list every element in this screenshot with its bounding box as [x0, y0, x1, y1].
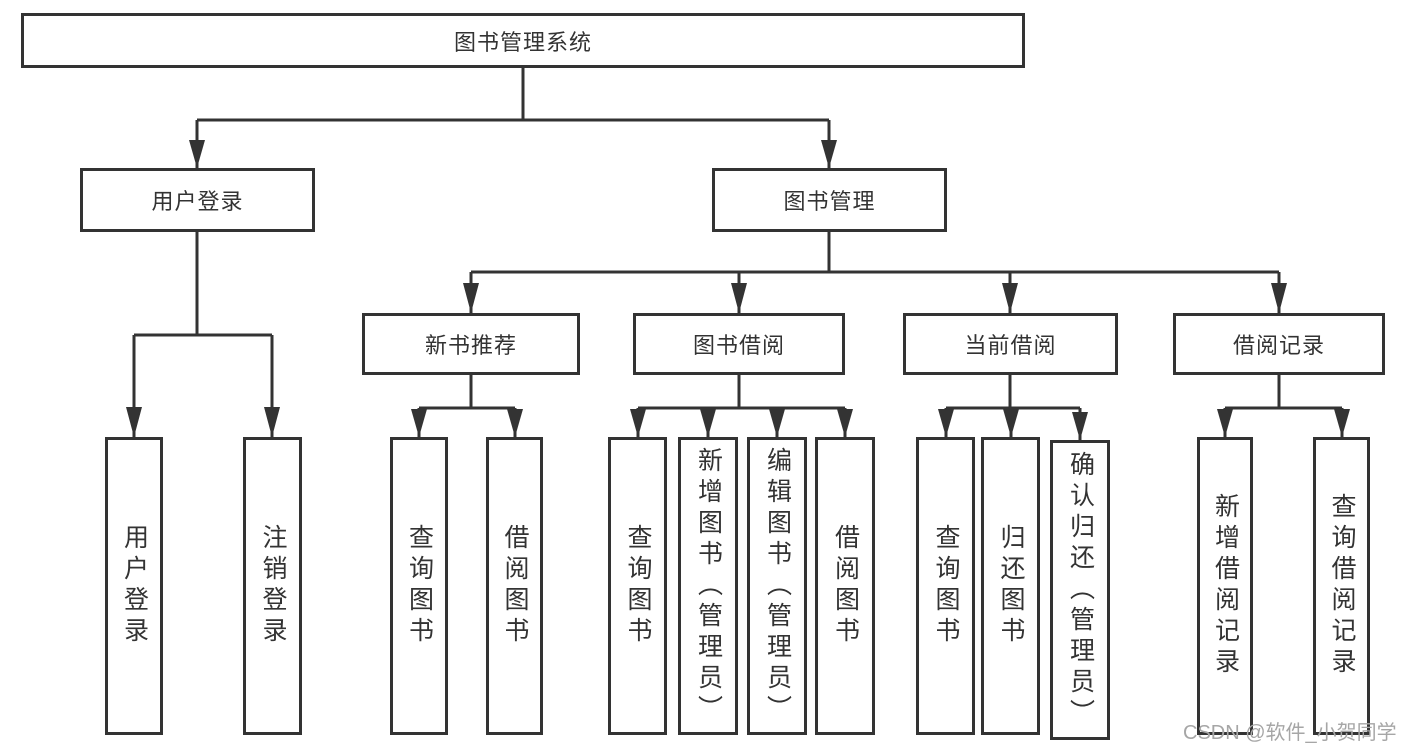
node-user-login: 用户登录: [80, 168, 315, 232]
leaf-query-book-recommend: 查询图书: [390, 437, 448, 735]
connector-strokes: [132, 68, 1344, 440]
csdn-watermark: CSDN @软件_小贺同学: [1183, 722, 1397, 744]
leaf-confirm-return-admin: 确认归还（管理员）: [1050, 440, 1110, 740]
node-new-book-recommend: 新书推荐: [362, 313, 580, 375]
leaf-query-book-borrowing: 查询图书: [608, 437, 667, 735]
leaf-borrow-book: 借阅图书: [815, 437, 875, 735]
node-book-management: 图书管理: [712, 168, 947, 232]
leaf-label: 查询图书: [624, 524, 652, 648]
leaf-borrow-book-recommend: 借阅图书: [486, 437, 543, 735]
leaf-label: 编辑图书（管理员）: [763, 446, 792, 726]
leaf-label: 新增借阅记录: [1211, 493, 1240, 679]
leaf-edit-book-admin: 编辑图书（管理员）: [747, 437, 807, 735]
leaf-return-book: 归还图书: [981, 437, 1040, 735]
leaf-query-borrow-record: 查询借阅记录: [1313, 437, 1370, 735]
node-current-borrowing: 当前借阅: [903, 313, 1118, 375]
leaf-add-book-admin: 新增图书（管理员）: [678, 437, 738, 735]
leaf-label: 注销登录: [259, 524, 287, 648]
leaf-logout: 注销登录: [243, 437, 302, 735]
leaf-label: 借阅图书: [501, 524, 529, 648]
leaf-label: 新增图书（管理员）: [694, 446, 723, 726]
node-borrow-records: 借阅记录: [1173, 313, 1385, 375]
leaf-label: 查询借阅记录: [1328, 493, 1356, 679]
leaf-query-book-current: 查询图书: [916, 437, 975, 735]
leaf-label: 归还图书: [997, 524, 1025, 648]
leaf-user-login: 用户登录: [105, 437, 163, 735]
arrowheads: [126, 140, 1350, 440]
leaf-label: 确认归还（管理员）: [1066, 450, 1095, 730]
leaf-label: 借阅图书: [831, 524, 860, 648]
leaf-label: 查询图书: [932, 524, 960, 648]
leaf-label: 查询图书: [405, 524, 434, 648]
leaf-label: 用户登录: [120, 524, 149, 648]
node-book-borrowing: 图书借阅: [633, 313, 845, 375]
node-root-library-system: 图书管理系统: [21, 13, 1025, 68]
leaf-add-borrow-record: 新增借阅记录: [1197, 437, 1253, 735]
